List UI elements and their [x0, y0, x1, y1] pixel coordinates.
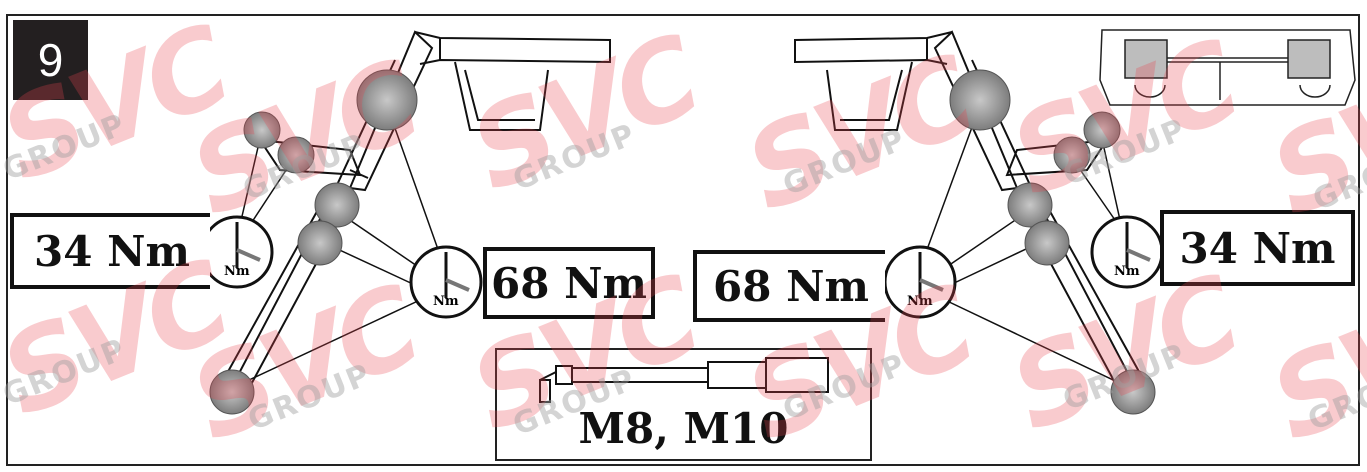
torque-value: 34 Nm	[1179, 223, 1336, 273]
torque-icon-right-large	[883, 245, 957, 319]
bolt-highlight	[314, 182, 360, 228]
torque-label-right-68: 68 Nm	[693, 250, 885, 322]
bolt-highlight	[1007, 182, 1053, 228]
torque-label-right-34: 34 Nm	[1160, 210, 1355, 286]
bolt-highlight	[209, 369, 255, 415]
nm-unit-label: Nm	[1114, 264, 1140, 279]
nm-unit-label: Nm	[907, 294, 933, 309]
torque-value: 34 Nm	[34, 226, 190, 276]
bolt-highlight	[243, 111, 281, 149]
tool-box: M8, M10	[495, 348, 872, 461]
left-bolts	[209, 69, 418, 415]
tool-size-label: M8, M10	[578, 404, 789, 453]
torque-value: 68 Nm	[491, 258, 647, 308]
right-bolts	[949, 69, 1156, 415]
bolt-highlight	[1053, 136, 1091, 174]
nm-unit-label: Nm	[433, 294, 459, 309]
bolt-highlight	[356, 69, 418, 131]
torque-value: 68 Nm	[713, 261, 869, 311]
bolt-highlight	[1083, 111, 1121, 149]
step-number-badge: 9	[13, 20, 88, 100]
torque-label-left-34: 34 Nm	[10, 213, 210, 289]
vehicle-rear-inset	[1099, 29, 1356, 106]
page-frame	[6, 14, 1360, 466]
bolt-highlight	[949, 69, 1011, 131]
bolt-highlight	[277, 136, 315, 174]
bolt-highlight	[297, 220, 343, 266]
torque-label-left-68: 68 Nm	[483, 247, 655, 319]
torque-icon-left-large	[409, 245, 483, 319]
bolt-highlight	[1024, 220, 1070, 266]
socket-wrench-drawing	[539, 357, 829, 403]
nm-unit-label: Nm	[224, 264, 250, 279]
bolt-highlight	[1110, 369, 1156, 415]
